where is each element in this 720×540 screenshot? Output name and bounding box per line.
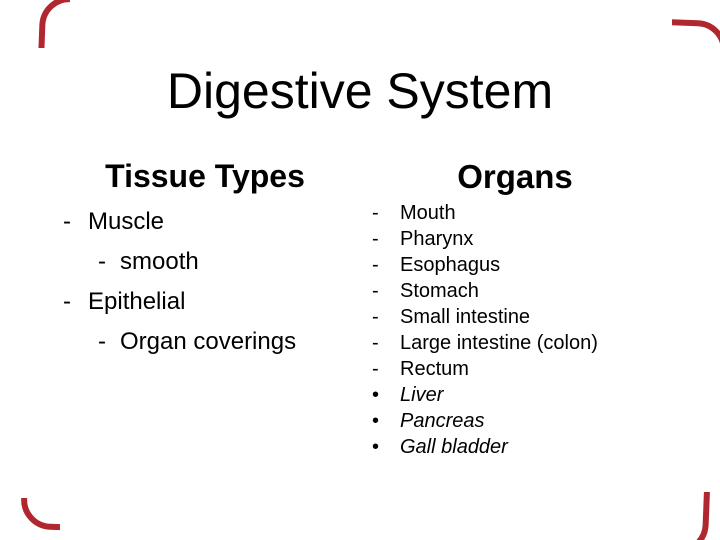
list-item: -Rectum (0, 356, 720, 382)
list-item: -Muscle (0, 202, 720, 242)
list-item: • Pancreas (0, 408, 720, 434)
list-item-label: Muscle (88, 208, 165, 235)
bullet-marker: • (372, 410, 380, 432)
list-item-label: smooth (120, 248, 199, 275)
dash-marker: - (63, 288, 71, 315)
dash-marker: - (98, 248, 106, 275)
list-item-label: Epithelial (88, 288, 186, 315)
list-item-label: Esophagus (400, 254, 501, 276)
dash-marker: - (372, 280, 379, 302)
dash-marker: - (372, 332, 379, 354)
list-item: -Stomach (0, 278, 720, 304)
list-item: -smooth (0, 242, 720, 282)
list-item-label: Large intestine (colon) (400, 332, 598, 354)
dash-marker: - (372, 228, 379, 250)
list-item: -Pharynx (0, 226, 720, 252)
list-item-label: Pharynx (400, 228, 474, 250)
list-item-label: Stomach (400, 280, 479, 302)
dash-marker: - (372, 358, 379, 380)
edge-mask-right (655, 48, 720, 492)
tissue-types-heading: Tissue Types (105, 158, 305, 194)
edge-mask-bottom (60, 495, 685, 540)
list-item-label: Rectum (400, 358, 469, 380)
list-item: -Mouth (0, 200, 720, 226)
list-item-label: Mouth (400, 202, 456, 224)
list-item: -Organ coverings (0, 322, 720, 362)
list-item-label: Gall bladder (400, 436, 508, 458)
list-item: -Epithelial (0, 282, 720, 322)
dash-marker: - (372, 254, 379, 276)
list-item-label: Pancreas (400, 410, 485, 432)
bullet-marker: • (372, 384, 380, 406)
slide-title: Digestive System (166, 63, 554, 119)
dash-marker: - (63, 208, 71, 235)
list-item-label: Small intestine (400, 306, 531, 328)
edge-mask-top (70, 0, 672, 60)
list-item: -Large intestine (colon) (0, 330, 720, 356)
list-item: • Liver (0, 382, 720, 408)
organs-heading: Organs (457, 158, 573, 195)
dash-marker: - (372, 306, 379, 328)
tissue-types-list: -Muscle-smooth-Epithelial-Organ covering… (0, 202, 720, 362)
dash-marker: - (372, 202, 379, 224)
list-item-label: Liver (400, 384, 444, 406)
organs-list: -Mouth-Pharynx-Esophagus-Stomach-Small i… (0, 200, 720, 460)
bullet-marker: • (372, 436, 380, 458)
list-item: -Esophagus (0, 252, 720, 278)
list-item: -Small intestine (0, 304, 720, 330)
edge-mask-left (0, 48, 60, 498)
list-item-label: Organ coverings (120, 328, 297, 355)
dash-marker: - (98, 328, 106, 355)
list-item: • Gall bladder (0, 434, 720, 460)
